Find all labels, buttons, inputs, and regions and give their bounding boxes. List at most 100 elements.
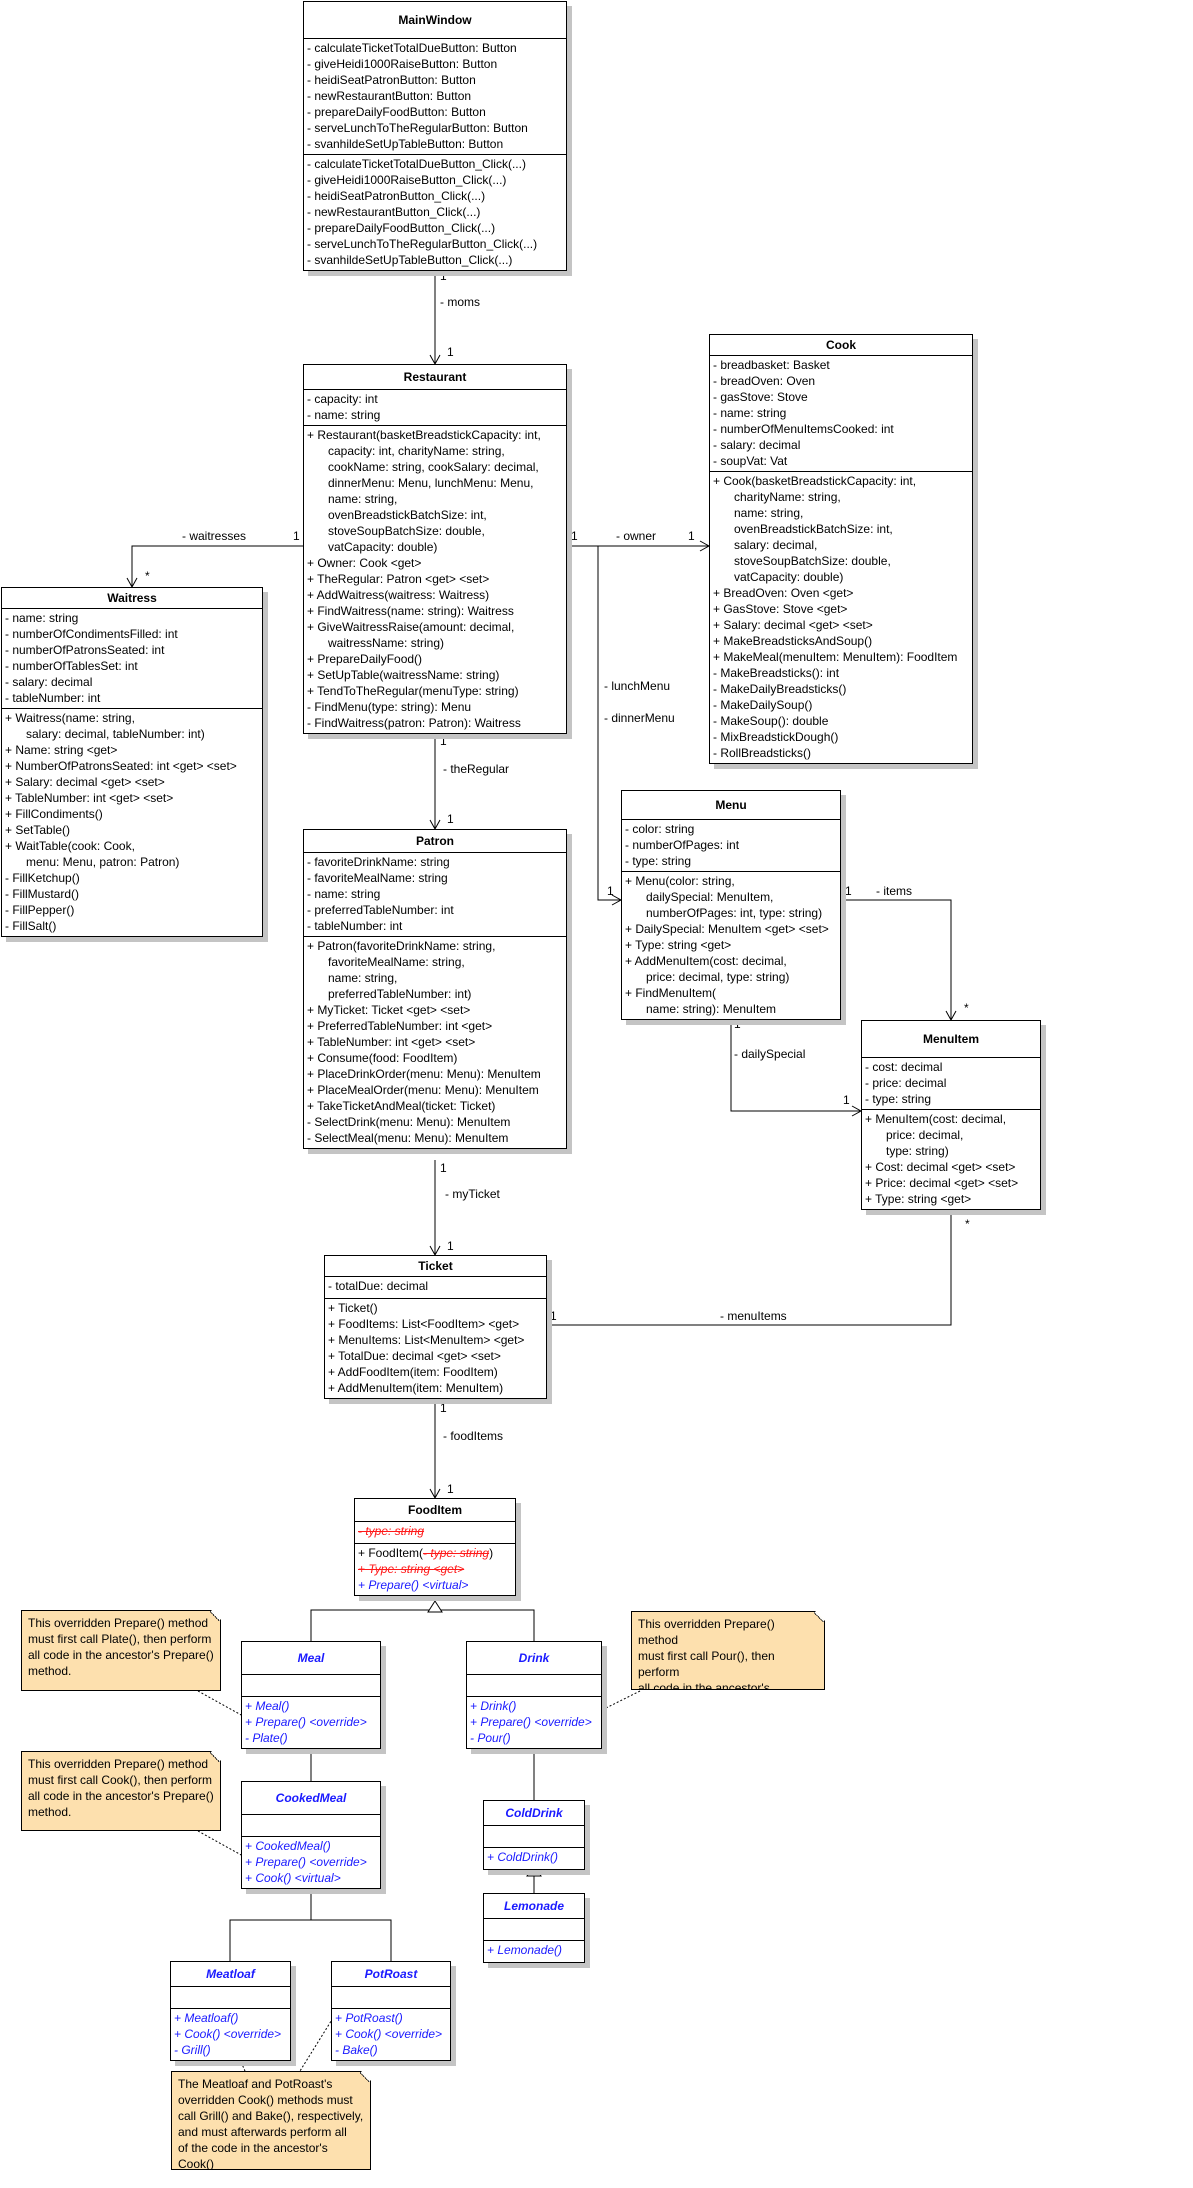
method: + TableNumber: int <get> <set> (5, 791, 174, 805)
method: vatCapacity: double) (328, 540, 438, 554)
method: - heidiSeatPatronButton_Click(...) (307, 189, 486, 203)
class-pot-roast[interactable]: PotRoast+ PotRoast()+ Cook() <override>-… (331, 1961, 451, 2061)
attributes-compartment: - capacity: int- name: string (304, 390, 566, 426)
class-patron[interactable]: Patron- favoriteDrinkName: string- favor… (303, 829, 567, 1149)
attributes-compartment: - color: string- numberOfPages: int- typ… (622, 820, 840, 872)
attribute: - serveLunchToTheRegularButton: Button (307, 121, 528, 135)
method: + Type: string <get> (355, 1561, 515, 1577)
method: waitressName: string) (328, 636, 445, 650)
method: + CookedMeal() (245, 1839, 331, 1853)
association-label: - lunchMenu (604, 679, 670, 693)
note-line: This overridden Prepare() method (638, 1617, 775, 1647)
class-meal[interactable]: Meal+ Meal()+ Prepare() <override>- Plat… (241, 1641, 381, 1749)
attribute: - heidiSeatPatronButton: Button (307, 73, 476, 87)
attribute: - breadOven: Oven (713, 374, 816, 388)
note-line: call Grill() and Bake(), respectively, (178, 2109, 364, 2123)
method: + Price: decimal <get> <set> (865, 1176, 1019, 1190)
method: + TendToTheRegular(menuType: string) (307, 684, 519, 698)
method: - MakeDailySoup() (713, 698, 813, 712)
class-name: CookedMeal (242, 1782, 380, 1815)
method: + MenuItems: List<MenuItem> <get> (328, 1333, 525, 1347)
association-label: - moms (440, 295, 480, 309)
note-fold-icon (210, 1752, 220, 1762)
class-cook[interactable]: Cook - breadbasket: Basket - breadOven: Ov… (709, 334, 973, 764)
method: + TheRegular: Patron <get> <set> (307, 572, 490, 586)
methods-compartment: + ColdDrink() (484, 1848, 584, 1869)
method: + PrepareDailyFood() (307, 652, 423, 666)
methods-compartment: + Restaurant(basketBreadstickCapacity: i… (304, 426, 566, 733)
class-lemonade[interactable]: Lemonade+ Lemonade() (483, 1893, 585, 1963)
class-menu-item[interactable]: MenuItem- cost: decimal- price: decimal-… (861, 1020, 1041, 1210)
attribute: - capacity: int (307, 392, 378, 406)
class-drink[interactable]: Drink+ Drink()+ Prepare() <override>- Po… (466, 1641, 602, 1749)
method: + MyTicket: Ticket <get> <set> (307, 1003, 471, 1017)
method: + Meal() (245, 1699, 290, 1713)
association-label: 1 (447, 1482, 454, 1496)
member-text: - type: string (358, 1524, 425, 1538)
method: - giveHeidi1000RaiseButton_Click(...) (307, 173, 507, 187)
method: price: decimal, (886, 1128, 964, 1142)
method: + TotalDue: decimal <get> <set> (328, 1349, 501, 1363)
method: + Owner: Cook <get> (307, 556, 422, 570)
class-cooked-meal[interactable]: CookedMeal + CookedMeal()+ Prepare() <ove… (241, 1781, 381, 1889)
class-name: MainWindow (304, 2, 566, 39)
association-label: - dailySpecial (734, 1047, 805, 1061)
methods-compartment: + CookedMeal()+ Prepare() <override>+ Co… (242, 1837, 380, 1888)
method: preferredTableNumber: int) (328, 987, 472, 1001)
association-label: 1 (550, 1309, 557, 1323)
method: salary: decimal, tableNumber: int) (26, 727, 205, 741)
method: - MakeDailyBreadsticks() (713, 682, 847, 696)
attributes-compartment (242, 1675, 380, 1697)
class-meatloaf[interactable]: Meatloaf+ Meatloaf()+ Cook() <override>-… (170, 1961, 291, 2061)
method: + Menu(color: string, (625, 874, 735, 888)
method: + FillCondiments() (5, 807, 103, 821)
association-items (841, 899, 952, 1020)
class-name: FoodItem (355, 1499, 515, 1522)
method: + DailySpecial: MenuItem <get> <set> (625, 922, 829, 936)
method: - FindWaitress(patron: Patron): Waitress (307, 716, 521, 730)
attributes-compartment: - totalDue: decimal (325, 1277, 546, 1299)
method: - serveLunchToTheRegularButton_Click(...… (307, 237, 538, 251)
class-name: Lemonade (484, 1894, 584, 1919)
class-name: Patron (304, 830, 566, 853)
class-main-window[interactable]: MainWindow- calculateTicketTotalDueButto… (303, 1, 567, 271)
method: ovenBreadstickBatchSize: int, (328, 508, 487, 522)
class-menu[interactable]: Menu- color: string- numberOfPages: int-… (621, 790, 841, 1020)
class-name: Menu (622, 791, 840, 820)
association-label: 1 (440, 1161, 447, 1175)
attribute: - breadbasket: Basket (713, 358, 830, 372)
note-line: overridden Cook() methods must (178, 2093, 353, 2107)
method: - RollBreadsticks() (713, 746, 812, 760)
class-food-item[interactable]: FoodItem - type: string + FoodItem(- type:… (354, 1498, 516, 1596)
class-cold-drink[interactable]: ColdDrink+ ColdDrink() (483, 1800, 585, 1870)
attribute: - totalDue: decimal (328, 1279, 429, 1293)
attribute: - favoriteMealName: string (307, 871, 448, 885)
method: + TakeTicketAndMeal(ticket: Ticket) (307, 1099, 496, 1113)
class-restaurant[interactable]: Restaurant- capacity: int- name: string+… (303, 364, 567, 734)
methods-compartment: + Meatloaf()+ Cook() <override>- Grill() (171, 2009, 290, 2060)
method: + MakeBreadsticksAndSoup() (713, 634, 873, 648)
attribute: - type: string (625, 854, 692, 868)
note-line: must first call Plate(), then perform (28, 1632, 212, 1646)
method: + PreferredTableNumber: int <get> (307, 1019, 493, 1033)
class-ticket[interactable]: Ticket- totalDue: decimal+ Ticket()+ Foo… (324, 1255, 547, 1399)
method: dailySpecial: MenuItem, (646, 890, 774, 904)
association-label: * (145, 569, 150, 583)
class-waitress[interactable]: Waitress- name: string- numberOfCondimen… (1, 587, 263, 937)
method: - FillPepper() (5, 903, 75, 917)
method: + Name: string <get> (5, 743, 118, 757)
method: + FoodItem(- type: string) (355, 1545, 515, 1561)
association-waitresses (131, 545, 303, 587)
methods-compartment: + Drink()+ Prepare() <override>- Pour() (467, 1697, 601, 1748)
class-name: MenuItem (862, 1021, 1040, 1058)
note-line: and must afterwards perform all (178, 2125, 347, 2139)
method: + Restaurant(basketBreadstickCapacity: i… (307, 428, 541, 442)
class-name: Cook (710, 335, 972, 356)
association-label: - foodItems (443, 1429, 503, 1443)
association-label: 1 (845, 884, 852, 898)
method: type: string) (886, 1144, 949, 1158)
note-link-drink (589, 1690, 641, 1717)
note-fold-icon (814, 1612, 824, 1622)
